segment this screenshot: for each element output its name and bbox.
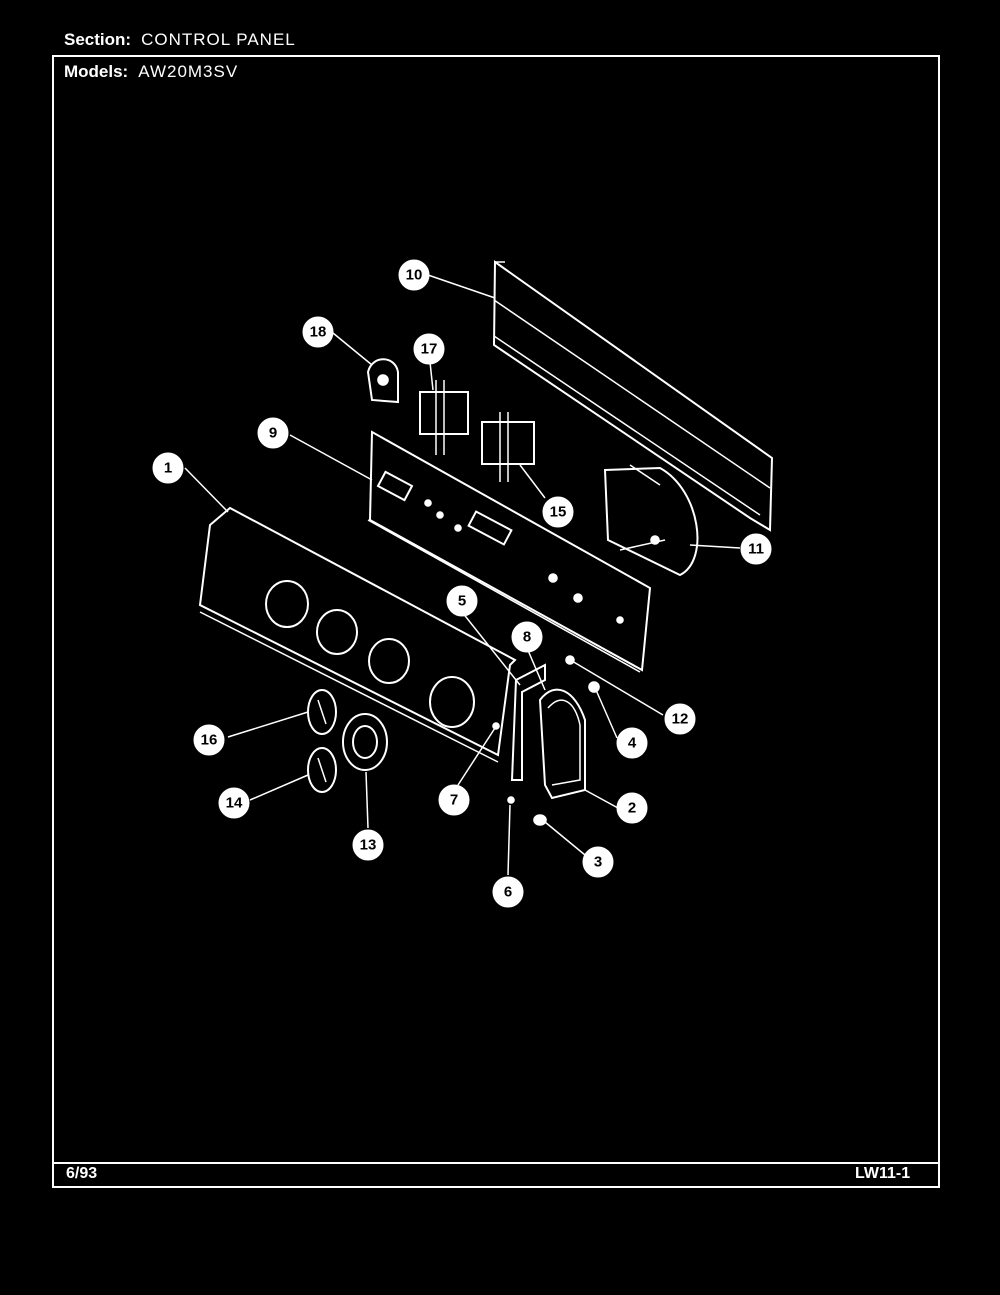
callout-10: 10 — [398, 259, 430, 291]
footer-page-code: LW11-1 — [855, 1165, 911, 1182]
section-value: CONTROL PANEL — [141, 30, 296, 49]
svg-text:12: 12 — [672, 711, 689, 728]
svg-text:1: 1 — [164, 460, 172, 477]
part-knob-13 — [342, 713, 388, 771]
svg-text:15: 15 — [550, 504, 567, 521]
svg-text:10: 10 — [406, 267, 423, 284]
models-value: AW20M3SV — [138, 62, 239, 81]
svg-text:6: 6 — [504, 884, 512, 901]
svg-text:13: 13 — [360, 837, 377, 854]
part-screw-6 — [507, 796, 515, 804]
callout-3: 3 — [582, 846, 614, 878]
svg-text:17: 17 — [421, 341, 438, 358]
svg-text:11: 11 — [748, 541, 764, 558]
part-switch-15 — [481, 412, 535, 482]
svg-text:14: 14 — [226, 795, 243, 812]
part-timer — [603, 464, 699, 577]
part-screw-7 — [492, 722, 500, 730]
section-label: Section: — [64, 30, 132, 49]
section-header: Section: CONTROL PANEL — [64, 30, 296, 50]
callout-11: 11 — [740, 533, 772, 565]
callout-5: 5 — [446, 585, 478, 617]
part-trim-strip — [510, 663, 546, 781]
callout-15: 15 — [542, 496, 574, 528]
leader-lines — [184, 274, 741, 876]
svg-text:8: 8 — [523, 629, 531, 646]
part-console-front — [198, 506, 517, 763]
callout-17: 17 — [413, 333, 445, 365]
callout-7: 7 — [438, 784, 470, 816]
callout-6: 6 — [492, 876, 524, 908]
svg-text:16: 16 — [201, 732, 218, 749]
svg-text:9: 9 — [269, 425, 277, 442]
part-switch-17 — [419, 380, 469, 455]
part-rear-panel — [492, 260, 774, 532]
part-screw-3 — [533, 814, 547, 826]
callout-18: 18 — [302, 316, 334, 348]
callout-9: 9 — [257, 417, 289, 449]
footer-date: 6/93 — [66, 1165, 98, 1182]
part-clip-4 — [588, 681, 600, 693]
models-label: Models: — [64, 62, 129, 81]
svg-text:18: 18 — [310, 324, 327, 341]
svg-text:2: 2 — [628, 800, 636, 817]
callout-1: 1 — [152, 452, 184, 484]
svg-text:7: 7 — [450, 792, 458, 809]
callout-16: 16 — [193, 724, 225, 756]
footer-divider — [52, 1162, 940, 1164]
callout-8: 8 — [511, 621, 543, 653]
callout-4: 4 — [616, 727, 648, 759]
callout-14: 14 — [218, 787, 250, 819]
diagram-frame — [52, 55, 940, 1188]
part-knob-16 — [307, 689, 337, 735]
part-end-cap — [538, 688, 586, 800]
svg-text:4: 4 — [628, 735, 637, 752]
part-selector-18 — [366, 358, 399, 404]
callout-13: 13 — [352, 829, 384, 861]
models-header: Models: AW20M3SV — [64, 62, 238, 82]
part-control-bracket — [367, 430, 652, 673]
part-knob-14 — [307, 747, 337, 793]
callout-12: 12 — [664, 703, 696, 735]
svg-text:3: 3 — [594, 854, 602, 871]
callout-2: 2 — [616, 792, 648, 824]
part-screw-12 — [565, 655, 575, 665]
svg-text:5: 5 — [458, 593, 466, 610]
